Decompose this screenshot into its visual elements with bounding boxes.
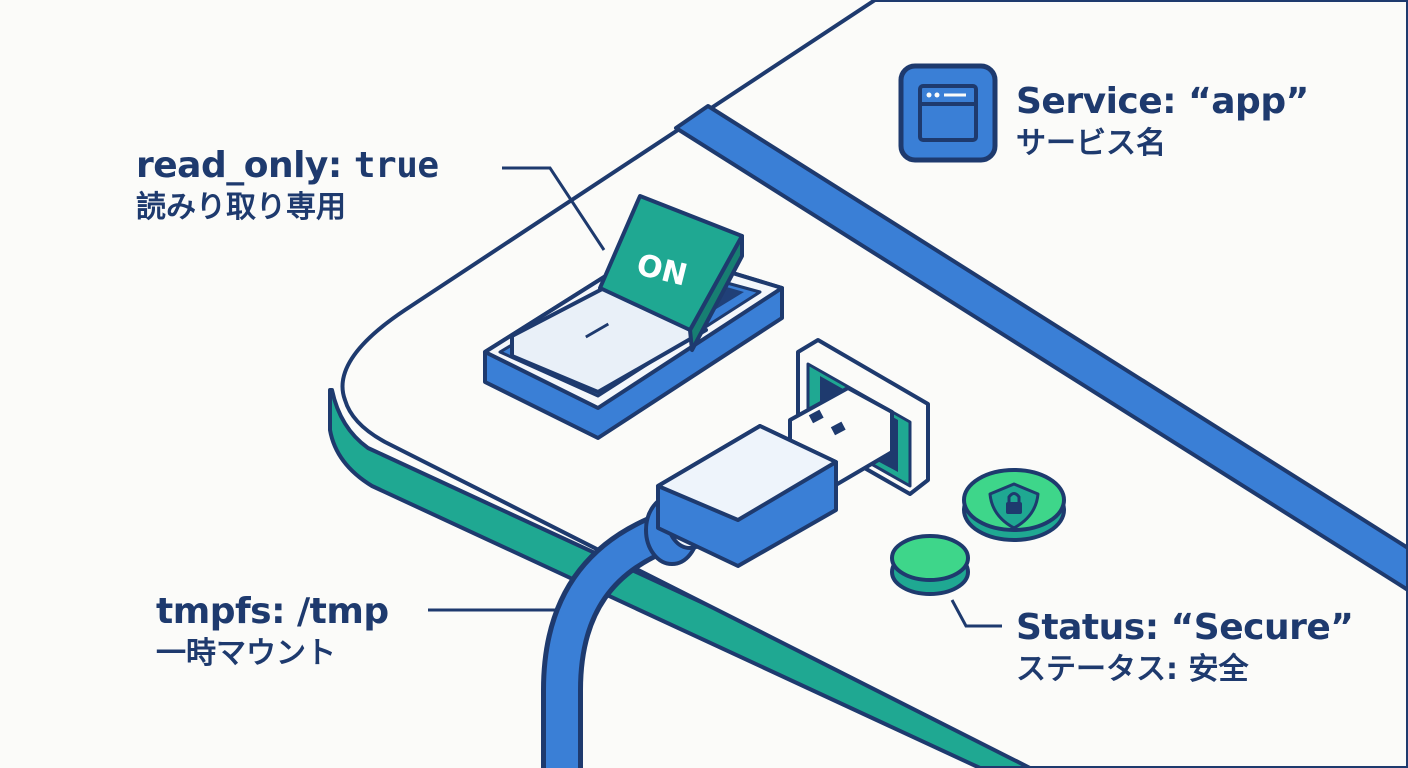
read-only-sub: 読みり取り専用 [136, 190, 346, 225]
service-main: Service: “app” [1016, 81, 1309, 122]
read-only-value: true [353, 145, 439, 186]
desk-rail [674, 104, 1408, 592]
switch-on-face [598, 194, 744, 332]
tmpfs-label: tmpfs: /tmp 一時マウント [156, 590, 389, 674]
read-only-key: read_only: [136, 145, 342, 186]
tmpfs-main: tmpfs: /tmp [156, 591, 389, 632]
service-sub: サービス名 [1016, 126, 1166, 161]
status-main: Status: “Secure” [1016, 607, 1354, 648]
status-green-button [890, 534, 970, 596]
usb-plug [656, 386, 894, 568]
service-label: Service: “app” サービス名 [1016, 80, 1309, 164]
status-shield-button [962, 468, 1066, 542]
desk-edge [328, 388, 1062, 768]
rocker-switch[interactable]: | ON [483, 194, 784, 440]
leader-status [950, 599, 1002, 628]
status-label: Status: “Secure” ステータス: 安全 [1016, 606, 1354, 690]
read-only-label: read_only: true 読みり取り専用 [136, 144, 439, 228]
window-icon [898, 63, 998, 163]
status-sub: ステータス: 安全 [1016, 652, 1249, 687]
tmpfs-sub: 一時マウント [156, 636, 336, 671]
leader-read-only [502, 166, 606, 251]
